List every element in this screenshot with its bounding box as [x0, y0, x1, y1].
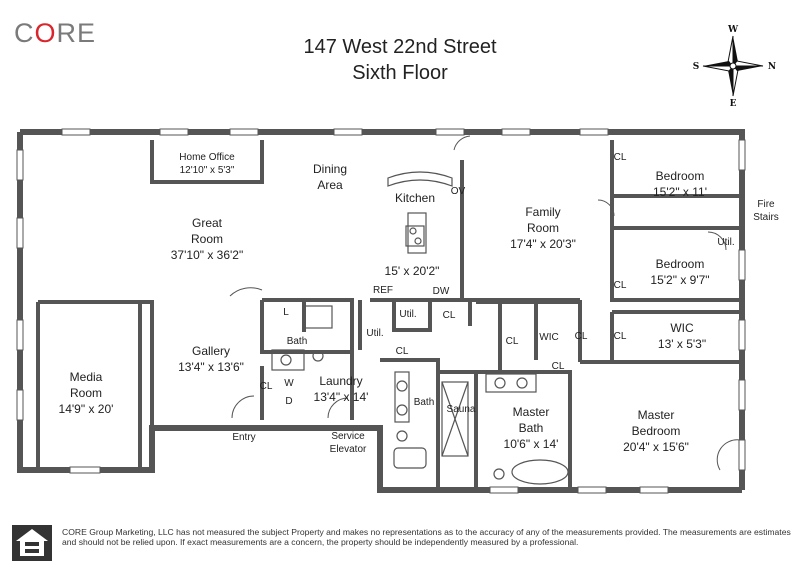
- utility-label-2: Util.: [366, 328, 383, 339]
- media-room-line1: Media: [70, 370, 103, 384]
- entry-label: Entry: [232, 432, 255, 443]
- fridge-label: REF: [373, 285, 393, 296]
- dining-line2: Area: [317, 178, 343, 192]
- fire-stairs-line2: Stairs: [753, 212, 779, 223]
- great-room-line1: Great: [192, 216, 223, 230]
- home-office-dims: 12'10" x 5'3": [180, 165, 235, 176]
- compass-n: N: [768, 62, 776, 72]
- wic-master-dims: 13' x 5'3": [658, 337, 706, 351]
- kitchen-name: Kitchen: [395, 191, 435, 205]
- gallery-dims: 13'4" x 13'6": [178, 360, 244, 374]
- closet-label-1: CL: [614, 152, 627, 163]
- disclaimer-text: CORE Group Marketing, LLC has not measur…: [62, 527, 791, 548]
- bath-gallery-label: Bath: [287, 336, 308, 347]
- closet-label-5: CL: [552, 361, 565, 372]
- washer-label: W: [284, 378, 294, 389]
- great-room-line2: Room: [191, 232, 223, 246]
- closet-label-6: CL: [506, 336, 519, 347]
- utility-label-1: Util.: [399, 309, 416, 320]
- master-bath-dims: 10'6" x 14': [504, 437, 559, 451]
- linen-label: L: [283, 307, 289, 318]
- great-room-dims: 37'10" x 36'2": [171, 248, 244, 262]
- laundry-dims: 13'4" x 14': [314, 390, 369, 404]
- interior-walls: [36, 140, 742, 490]
- media-room-dims: 14'9" x 20': [59, 402, 114, 416]
- bedroom1-dims: 15'2" x 11': [653, 185, 707, 199]
- compass-rose-icon: W S N E: [693, 25, 776, 109]
- compass-e: E: [730, 99, 737, 109]
- kitchen-dims: 15' x 20'2": [385, 264, 440, 278]
- bedroom2-dims: 15'2" x 9'7": [650, 273, 709, 287]
- master-bedroom-dims: 20'4" x 15'6": [623, 440, 689, 454]
- closet-label-8: CL: [396, 346, 409, 357]
- fire-stairs-line1: Fire: [757, 199, 775, 210]
- family-room-dims: 17'4" x 20'3": [510, 237, 576, 251]
- address-title: 147 West 22nd Street: [303, 36, 497, 58]
- oven-label: OV: [451, 186, 466, 197]
- bedroom1-name: Bedroom: [656, 169, 705, 183]
- compass-s: S: [693, 62, 700, 72]
- master-bath-line2: Bath: [519, 421, 544, 435]
- closet-label-9: CL: [260, 381, 273, 392]
- dining-line1: Dining: [313, 162, 347, 176]
- service-elevator-line2: Elevator: [330, 444, 367, 455]
- closet-label-4: CL: [575, 331, 588, 342]
- bedroom2-name: Bedroom: [656, 257, 705, 271]
- closet-label-3: CL: [614, 331, 627, 342]
- service-elevator-line1: Service: [331, 431, 365, 442]
- master-bedroom-line1: Master: [638, 408, 675, 422]
- home-office-name: Home Office: [179, 152, 235, 163]
- equal-housing-icon: [12, 525, 52, 561]
- wic-small-label: WIC: [539, 332, 558, 343]
- counters: [271, 171, 569, 485]
- compass-w: W: [727, 25, 739, 35]
- media-room-line2: Room: [70, 386, 102, 400]
- gallery-name: Gallery: [192, 344, 230, 358]
- family-room-line1: Family: [525, 205, 560, 219]
- bath-corridor-label: Bath: [414, 397, 435, 408]
- dryer-label: D: [285, 396, 292, 407]
- master-bedroom-line2: Bedroom: [632, 424, 681, 438]
- laundry-name: Laundry: [319, 374, 362, 388]
- utility-label-right: Util.: [717, 237, 734, 248]
- master-bath-line1: Master: [513, 405, 550, 419]
- dishwasher-label: DW: [433, 286, 450, 297]
- core-logo: CORE: [14, 18, 97, 48]
- floor-title: Sixth Floor: [352, 62, 448, 84]
- sauna-label: Sauna: [447, 404, 476, 415]
- door-swings: [229, 135, 741, 471]
- closet-label-7: CL: [443, 310, 456, 321]
- family-room-line2: Room: [527, 221, 559, 235]
- windows: [16, 128, 746, 494]
- closet-label-2: CL: [614, 280, 627, 291]
- wic-master-name: WIC: [670, 321, 694, 335]
